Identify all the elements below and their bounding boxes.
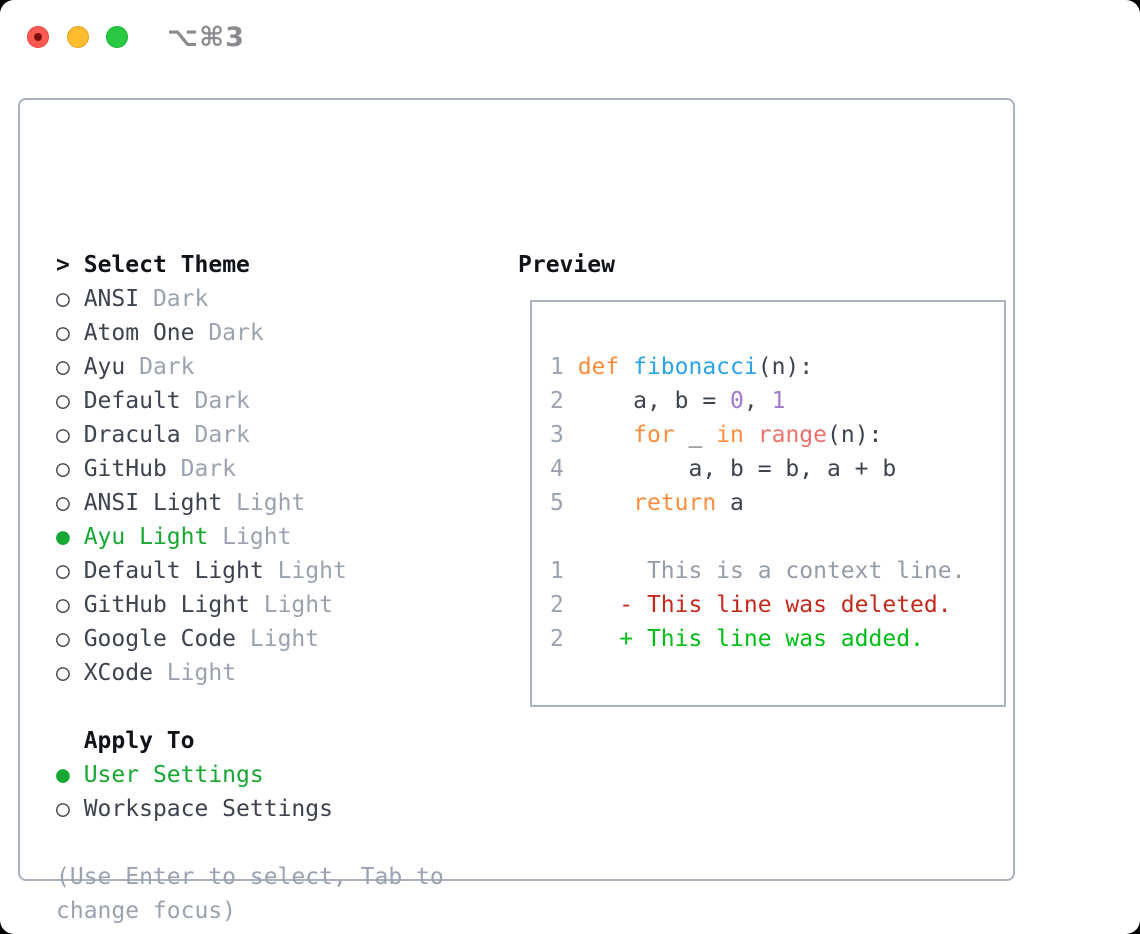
- theme-option-ansi-light[interactable]: ○ ANSI Light Light: [56, 490, 306, 516]
- theme-option-google-code[interactable]: ○ Google Code Light: [56, 626, 320, 652]
- preview-line-diff-deleted: 2 - This line was deleted.: [550, 592, 952, 618]
- apply-option-workspace-settings[interactable]: ○ Workspace Settings: [56, 796, 333, 822]
- theme-list-column: > Select Theme ○ ANSI Dark ○ Atom One Dar…: [56, 248, 444, 928]
- theme-option-atom-one[interactable]: ○ Atom One Dark: [56, 320, 264, 346]
- preview-line-code: 1 def fibonacci(n):: [550, 354, 814, 380]
- apply-to-options-list: ● User Settings ○ Workspace Settings: [56, 758, 444, 826]
- preview-line-code: 3 for _ in range(n):: [550, 422, 883, 448]
- close-button[interactable]: [27, 26, 49, 48]
- preview-line-code: 2 a, b = 0, 1: [550, 388, 786, 414]
- theme-preview-pane: 1 def fibonacci(n): 2 a, b = 0, 1 3 for _ …: [530, 300, 1006, 707]
- theme-option-github-light[interactable]: ○ GitHub Light Light: [56, 592, 333, 618]
- apply-to-header: Apply To: [56, 724, 444, 758]
- apply-option-user-settings[interactable]: ● User Settings: [56, 762, 264, 788]
- theme-options-list: ○ ANSI Dark ○ Atom One Dark ○ Ayu Dark ○ De…: [56, 282, 444, 690]
- apply-to-title: Apply To: [83, 728, 195, 754]
- theme-option-ayu[interactable]: ○ Ayu Dark: [56, 354, 195, 380]
- hint-text-line2: change focus): [56, 898, 237, 924]
- cursor-icon: >: [56, 252, 70, 278]
- theme-picker-panel: > Select Theme ○ ANSI Dark ○ Atom One Dar…: [18, 98, 1015, 924]
- theme-option-ansi[interactable]: ○ ANSI Dark: [56, 286, 209, 312]
- minimize-button[interactable]: [67, 26, 89, 48]
- select-theme-header: > Select Theme: [56, 248, 444, 282]
- preview-header: Preview: [518, 252, 615, 278]
- theme-option-xcode[interactable]: ○ XCode Light: [56, 660, 237, 686]
- preview-line-code: 4 a, b = b, a + b: [550, 456, 897, 482]
- preview-line-diff-added: 2 + This line was added.: [550, 626, 924, 652]
- preview-line-code: 5 return a: [550, 490, 744, 516]
- preview-line-blank: [550, 520, 990, 554]
- select-theme-title: Select Theme: [83, 252, 250, 278]
- theme-option-default[interactable]: ○ Default Dark: [56, 388, 250, 414]
- hint-text-line1: (Use Enter to select, Tab to: [56, 864, 444, 890]
- preview-line-diff-context: 1 This is a context line.: [550, 558, 966, 584]
- theme-option-github[interactable]: ○ GitHub Dark: [56, 456, 237, 482]
- spacer: [56, 826, 444, 860]
- theme-option-default-light[interactable]: ○ Default Light Light: [56, 558, 347, 584]
- window-title: ⌥⌘3: [167, 22, 245, 53]
- zoom-button[interactable]: [106, 26, 128, 48]
- theme-option-dracula[interactable]: ○ Dracula Dark: [56, 422, 250, 448]
- spacer: [56, 690, 444, 724]
- titlebar: ⌥⌘3: [0, 0, 1140, 74]
- unsaved-dot-icon: [34, 33, 42, 41]
- theme-option-ayu-light[interactable]: ● Ayu Light Light: [56, 524, 292, 550]
